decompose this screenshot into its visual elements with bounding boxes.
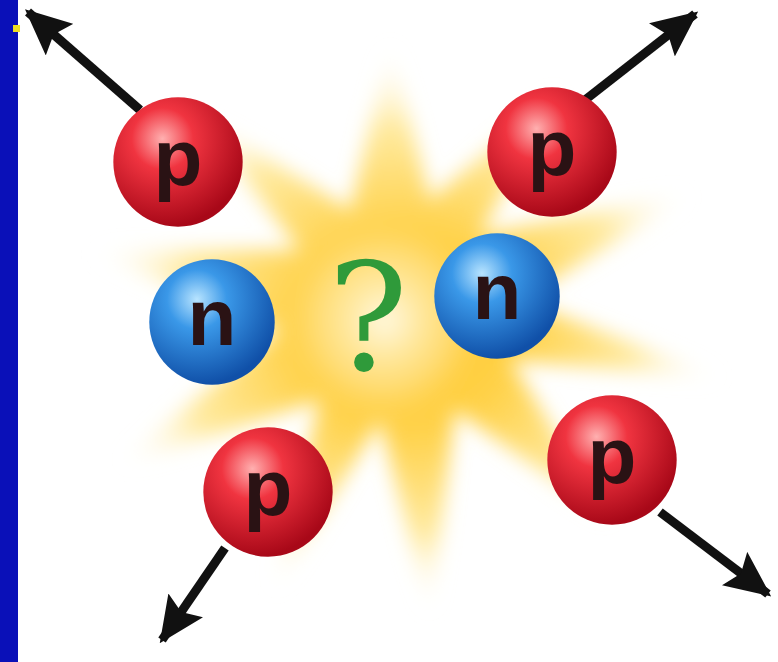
particle-letter: n	[473, 252, 522, 340]
arrow	[162, 548, 225, 640]
sphere-fill	[203, 427, 332, 556]
particle-letter: n	[188, 278, 237, 366]
sphere-fill	[149, 259, 274, 384]
proton-sphere: p	[112, 96, 244, 228]
arrows	[28, 12, 768, 640]
sphere-fill	[434, 233, 559, 358]
side-bar	[0, 0, 18, 662]
sphere-fill	[487, 87, 616, 216]
burst-glow	[80, 40, 730, 620]
arrow	[660, 512, 768, 594]
bullet-mark	[13, 25, 20, 32]
particle-letter: p	[244, 448, 293, 536]
particle-letter: p	[588, 416, 637, 504]
neutron-sphere: n	[148, 258, 276, 386]
sphere-fill	[113, 97, 242, 226]
particle-letter: p	[528, 108, 577, 196]
arrow	[585, 14, 695, 100]
arrow	[28, 12, 140, 110]
question-mark: ?	[328, 243, 408, 393]
particle-letter: p	[154, 118, 203, 206]
sphere-fill	[547, 395, 676, 524]
neutron-sphere: n	[433, 232, 561, 360]
proton-sphere: p	[202, 426, 334, 558]
proton-sphere: p	[546, 394, 678, 526]
proton-sphere: p	[486, 86, 618, 218]
